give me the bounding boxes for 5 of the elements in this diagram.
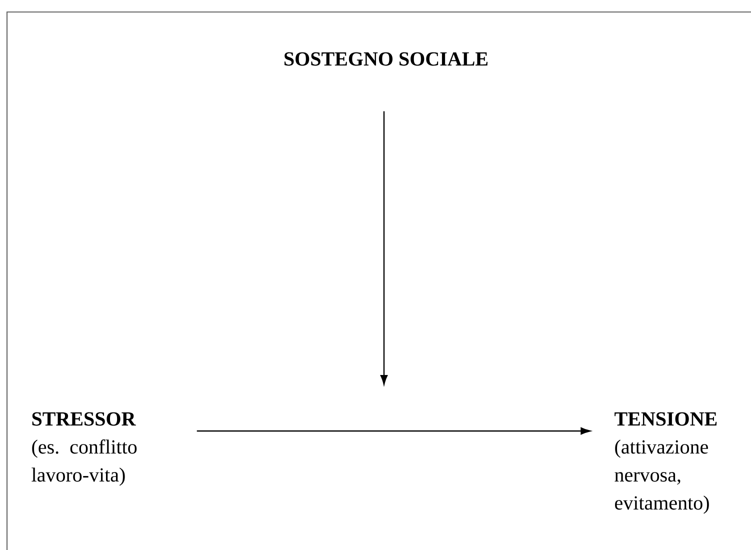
- text-label: TENSIONE (attivazione nervosa, evitamento): [614, 412, 717, 514]
- text-label: STRESSOR (es. conflitto lavoro-vita): [32, 412, 137, 486]
- arrow: [380, 111, 388, 385]
- arrow: [196, 427, 590, 435]
- text-label: SOSTEGNO SOCIALE: [284, 52, 488, 66]
